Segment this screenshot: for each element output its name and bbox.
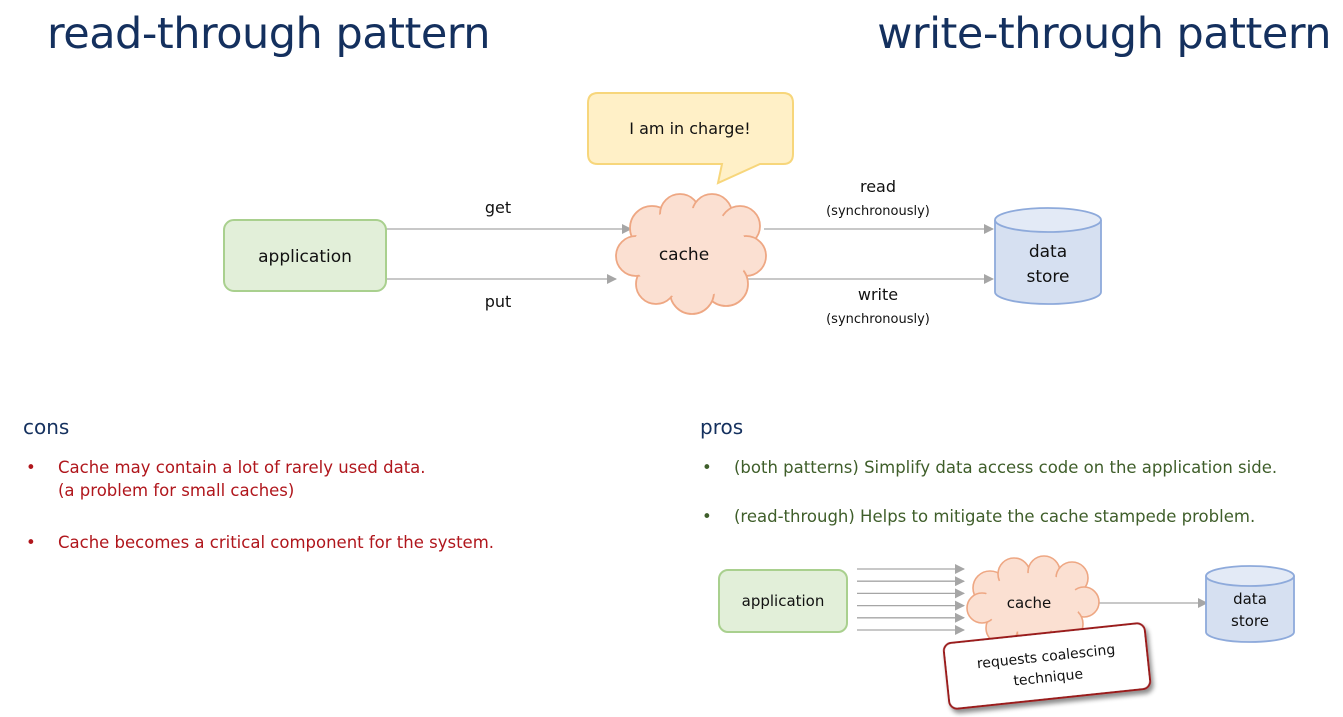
title-write-through: write-through pattern — [877, 9, 1331, 59]
mini-data-store-label-line2: store — [1231, 612, 1269, 630]
callout-bubble: I am in charge! — [587, 92, 794, 185]
write-note: (synchronously) — [826, 312, 930, 327]
coalescing-note-line2: technique — [1013, 666, 1084, 689]
mini-cache-label: cache — [1007, 594, 1051, 612]
cache-label: cache — [659, 245, 709, 265]
cons-item-subtext: (a problem for small caches) — [58, 481, 295, 500]
pros-item: • (read-through) Helps to mitigate the c… — [700, 505, 1340, 528]
request-arrows — [857, 564, 965, 635]
application-label: application — [258, 247, 352, 267]
application-node: application — [223, 219, 387, 292]
pros-list: • (both patterns) Simplify data access c… — [700, 456, 1340, 528]
bullet-icon: • — [702, 458, 712, 477]
pros-item-text: (both patterns) Simplify data access cod… — [734, 458, 1278, 477]
coalescing-note: requests coalescing technique — [942, 622, 1152, 710]
cons-item-text: Cache may contain a lot of rarely used d… — [58, 458, 426, 477]
pros-item: • (both patterns) Simplify data access c… — [700, 456, 1340, 479]
cons-heading: cons — [23, 415, 70, 439]
title-read-through: read-through pattern — [47, 9, 490, 59]
bullet-icon: • — [26, 458, 36, 477]
mini-application-node: application — [718, 569, 848, 633]
data-store-node: data store — [994, 207, 1102, 305]
data-store-label-line2: store — [1027, 267, 1070, 287]
read-note: (synchronously) — [826, 204, 930, 219]
read-label: read — [860, 177, 896, 196]
bullet-icon: • — [702, 507, 712, 526]
pros-item-text: (read-through) Helps to mitigate the cac… — [734, 507, 1256, 526]
cons-item: • Cache may contain a lot of rarely used… — [24, 456, 584, 502]
cons-item-text: Cache becomes a critical component for t… — [58, 533, 495, 552]
put-label: put — [485, 292, 512, 311]
mini-application-label: application — [742, 592, 825, 610]
write-label: write — [858, 285, 898, 304]
cache-node: cache — [615, 193, 767, 315]
cons-item: • Cache becomes a critical component for… — [24, 531, 584, 554]
get-label: get — [485, 198, 511, 217]
data-store-label-line1: data — [1029, 242, 1067, 262]
callout-text: I am in charge! — [629, 119, 750, 138]
mini-data-store-label-line1: data — [1233, 590, 1267, 608]
cons-list: • Cache may contain a lot of rarely used… — [24, 456, 584, 554]
bullet-icon: • — [26, 533, 36, 552]
pros-heading: pros — [700, 415, 744, 439]
mini-data-store-node: data store — [1205, 565, 1295, 643]
